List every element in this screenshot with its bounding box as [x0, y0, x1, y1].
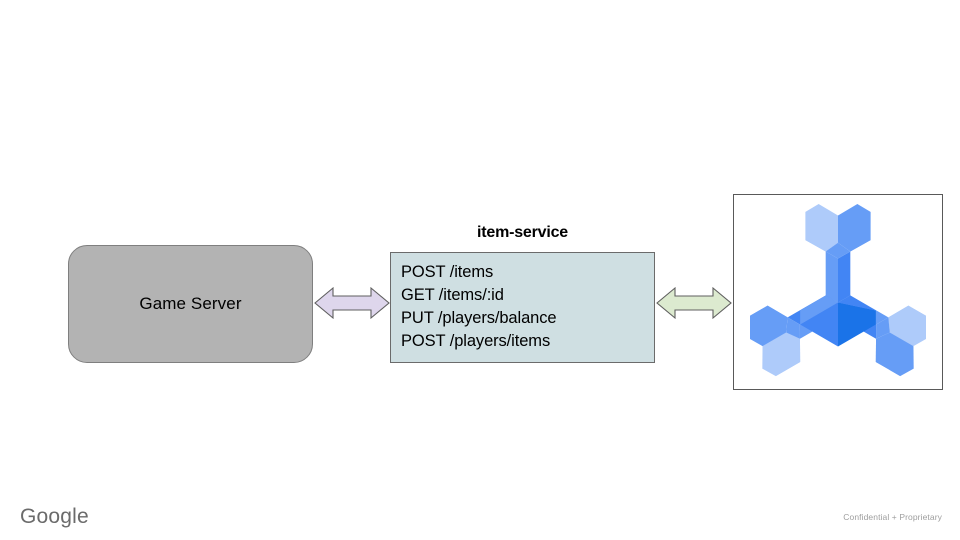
game-server-node: Game Server	[68, 245, 313, 363]
cloud-spanner-logo-icon	[750, 204, 926, 380]
connector-game-server-to-item-service	[313, 281, 391, 325]
item-service-title: item-service	[477, 224, 568, 241]
endpoint-item-3: POST /players/items	[401, 332, 551, 350]
spanner-hub	[800, 295, 876, 347]
endpoint-item-2: PUT /players/balance	[401, 309, 557, 327]
database-logo-panel	[733, 194, 943, 390]
confidentiality-notice: Confidential + Proprietary	[843, 512, 942, 522]
connector-item-service-to-database	[655, 281, 733, 325]
endpoint-item-1: GET /items/:id	[401, 286, 504, 304]
double-arrow-icon	[314, 286, 390, 320]
double-arrow-icon	[656, 286, 732, 320]
spanner-arm-top	[805, 204, 871, 303]
endpoint-item-0: POST /items	[401, 263, 494, 281]
item-service-node: POST /items GET /items/:id PUT /players/…	[390, 252, 655, 363]
game-server-label: Game Server	[139, 294, 242, 313]
google-wordmark: Google	[20, 505, 89, 528]
